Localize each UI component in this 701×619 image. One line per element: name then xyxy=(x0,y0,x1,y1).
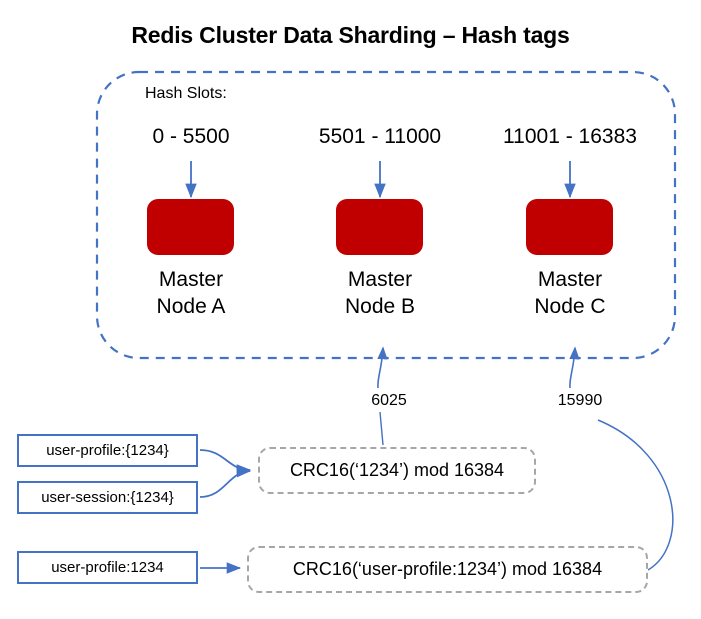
master-node-a-label-line1: Master xyxy=(158,268,224,291)
crc0-to-slot-value-line xyxy=(379,411,384,446)
hash-function-box-hashtag[interactable]: CRC16(‘1234’) mod 16384 xyxy=(258,447,536,494)
slot-range-node-a: 0 - 5500 xyxy=(152,125,230,148)
slot-range-node-b: 5501 - 11000 xyxy=(318,125,442,148)
master-node-c-label: Master Node C xyxy=(485,266,655,320)
slot-value-arrow-b xyxy=(377,346,388,389)
master-node-c-box[interactable] xyxy=(526,199,613,255)
master-node-c-label-line1: Master xyxy=(537,268,603,291)
key-box-user-profile-hashtag[interactable]: user-profile:{1234} xyxy=(17,434,198,467)
slot-range-node-c: 11001 - 16383 xyxy=(503,125,637,148)
master-node-b-label: Master Node B xyxy=(295,266,465,320)
master-node-b-label-line2: Node B xyxy=(344,295,416,318)
hash-function-box-full-key[interactable]: CRC16(‘user-profile:1234’) mod 16384 xyxy=(247,546,648,593)
key-box-user-profile-plain[interactable]: user-profile:1234 xyxy=(17,551,198,584)
master-node-b-label-line1: Master xyxy=(347,268,413,291)
slot-value-6025: 6025 xyxy=(371,392,407,409)
master-node-c-label-line2: Node C xyxy=(534,295,606,318)
master-node-a-label-line2: Node A xyxy=(156,295,226,318)
hash-slots-label: Hash Slots: xyxy=(145,85,227,102)
slot-value-15990: 15990 xyxy=(557,392,603,409)
page-title: Redis Cluster Data Sharding – Hash tags xyxy=(131,22,570,48)
master-node-b-box[interactable] xyxy=(336,199,423,255)
master-node-a-label: Master Node A xyxy=(106,266,276,320)
master-node-a-box[interactable] xyxy=(147,199,234,255)
key1-to-crc0-connector xyxy=(199,465,252,498)
key0-to-crc0-connector xyxy=(199,449,252,476)
key-box-user-session-hashtag[interactable]: user-session:{1234} xyxy=(17,481,198,514)
slot-value-arrow-c xyxy=(569,346,580,389)
